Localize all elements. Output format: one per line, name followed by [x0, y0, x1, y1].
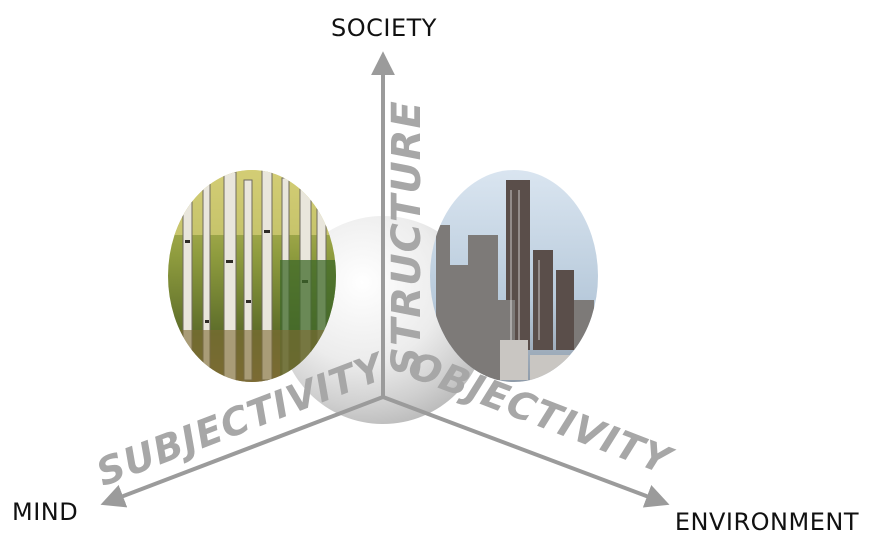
structure-label: STRUCTURE — [384, 100, 430, 376]
left-axis — [100, 395, 384, 508]
forest-image — [168, 170, 336, 382]
city-image — [430, 170, 598, 382]
society-label: SOCIETY — [331, 14, 437, 42]
mind-label: MIND — [12, 498, 78, 526]
right-axis — [382, 395, 670, 508]
environment-label: ENVIRONMENT — [675, 508, 859, 535]
